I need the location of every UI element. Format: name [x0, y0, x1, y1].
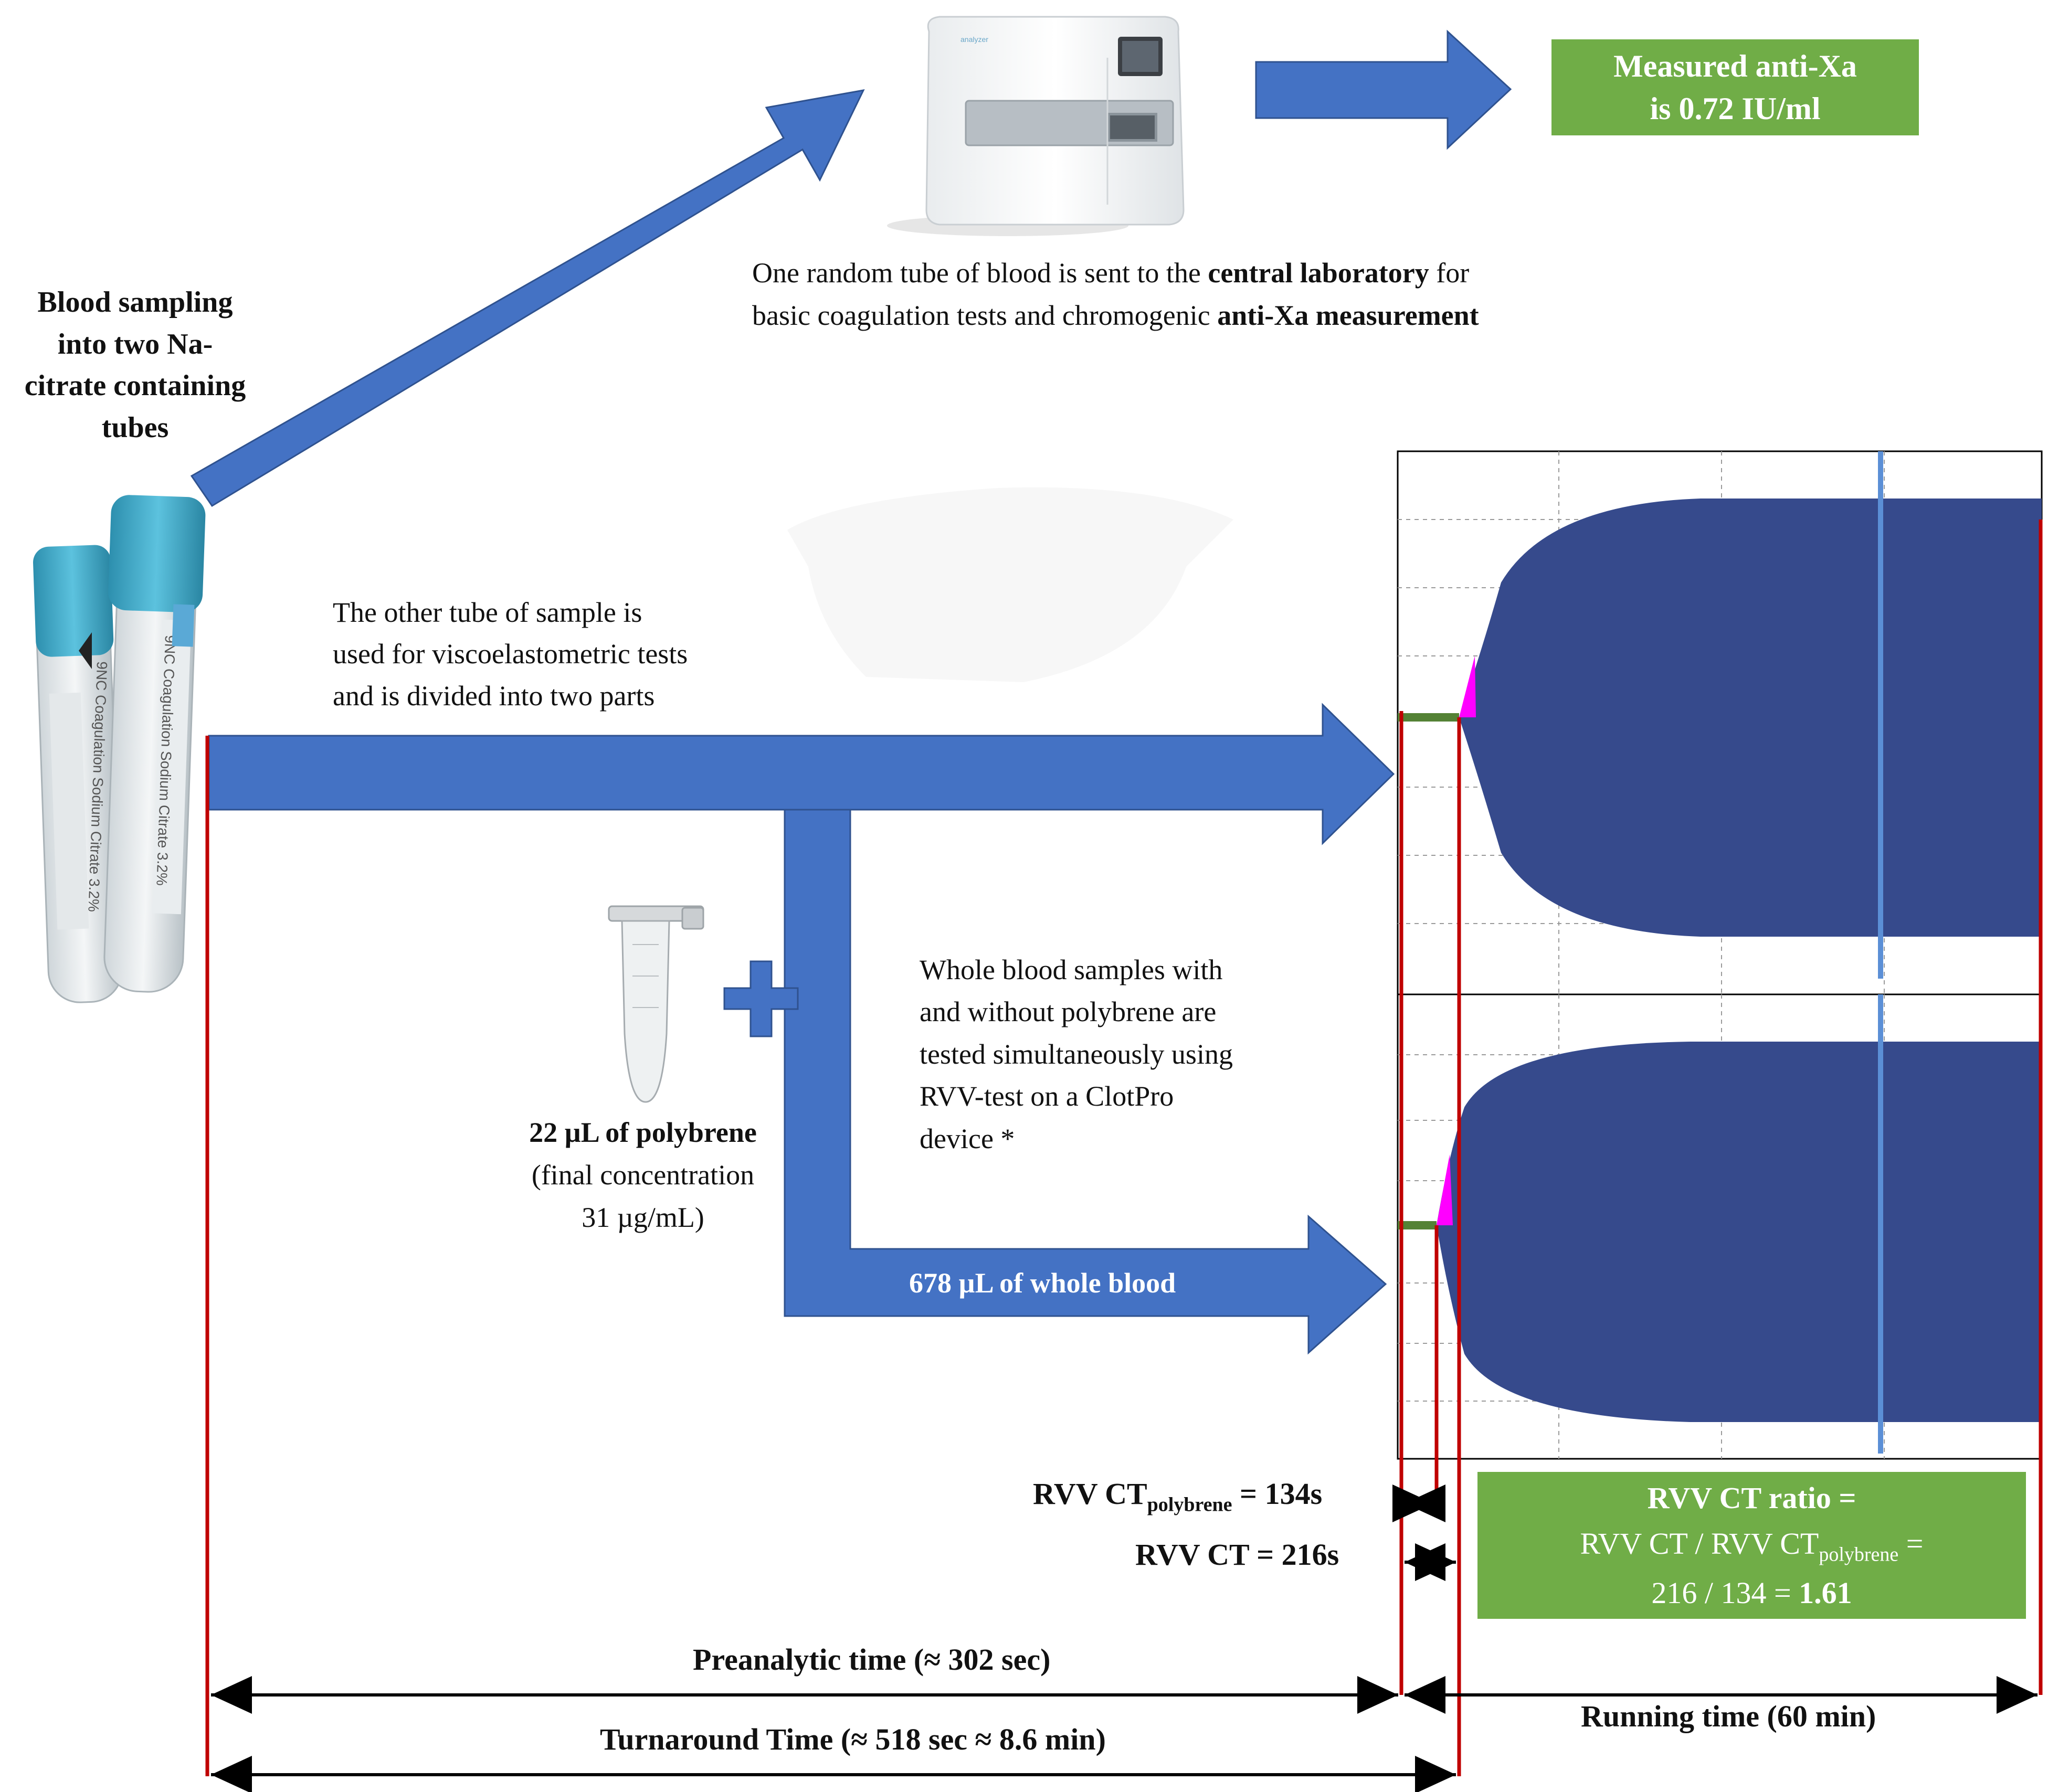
simultaneous-line4: RVV-test on a ClotPro: [920, 1080, 1174, 1112]
simultaneous-line5: device *: [920, 1122, 1015, 1154]
central-lab-line1-b: for: [1429, 257, 1470, 289]
ratio-line2: RVV CT / RVV CTpolybrene =: [1580, 1521, 1924, 1570]
red-timing-lines: [205, 519, 2043, 1776]
lower-clot-curve: [1437, 1042, 2042, 1422]
ct-polybrene-label: RVV CTpolybrene = 134s: [1033, 1476, 1322, 1517]
other-tube-text: The other tube of sample is used for vis…: [333, 592, 688, 717]
simultaneous-test-text: Whole blood samples with and without pol…: [920, 949, 1233, 1160]
running-time-label: Running time (60 min): [1581, 1699, 1876, 1733]
eppendorf-tube-image: [608, 905, 704, 1103]
blood-sampling-line4: tubes: [101, 411, 169, 444]
svg-text:analyzer: analyzer: [960, 35, 988, 44]
blood-sampling-label: Blood sampling into two Na- citrate cont…: [0, 282, 270, 449]
ct-label: RVV CT = 216s: [1135, 1537, 1339, 1572]
central-lab-bold: central laboratory: [1208, 257, 1429, 289]
simultaneous-line3: tested simultaneously using: [920, 1038, 1233, 1070]
lower-magenta-segment: [1437, 1154, 1453, 1225]
simultaneous-line1: Whole blood samples with: [920, 954, 1223, 985]
ratio-line3: 216 / 134 = 1.61: [1651, 1570, 1852, 1616]
simultaneous-line2: and without polybrene are: [920, 996, 1217, 1028]
plus-icon: [723, 960, 799, 1037]
central-lab-line2-a: basic coagulation tests and chromogenic: [752, 300, 1218, 331]
analyzer-device-image: analyzer: [887, 16, 1185, 236]
upper-clot-curve: [1459, 499, 2042, 937]
ct-poly-prefix: RVV CT: [1033, 1477, 1147, 1511]
preanalytic-time-label: Preanalytic time (≈ 302 sec): [693, 1642, 1051, 1677]
ratio-value: 1.61: [1799, 1575, 1852, 1610]
central-lab-line1: One random tube of blood is sent to the …: [752, 252, 1479, 294]
upper-magenta-segment: [1459, 656, 1476, 717]
rvv-ct-ratio-box: RVV CT ratio = RVV CT / RVV CTpolybrene …: [1477, 1472, 2026, 1619]
anti-xa-prefix: is: [1650, 91, 1679, 126]
lower-viscoelastic-chart: [1397, 993, 2043, 1460]
polybrene-line3: 31 µg/mL): [582, 1202, 704, 1233]
blood-sampling-line2: into two Na-: [57, 327, 213, 360]
blood-sampling-line3: citrate containing: [24, 369, 246, 402]
polybrene-label: 22 µL of polybrene: [529, 1117, 757, 1148]
ratio-title: RVV CT ratio =: [1647, 1481, 1856, 1515]
ct-poly-value: = 134s: [1232, 1477, 1323, 1511]
diagonal-arrow: [190, 89, 865, 507]
other-tube-line2: used for viscoelastometric tests: [333, 638, 688, 670]
blood-sampling-line1: Blood sampling: [37, 286, 233, 319]
polybrene-line2: (final concentration: [531, 1159, 755, 1191]
whole-blood-arrow-label: 678 µL of whole blood: [909, 1267, 1176, 1299]
anti-xa-value: 0.72 IU/ml: [1678, 91, 1821, 126]
branch-arrow: [784, 809, 1387, 1355]
other-tube-line3: and is divided into two parts: [333, 680, 655, 712]
central-lab-text: One random tube of blood is sent to the …: [752, 252, 1479, 337]
anti-xa-result-line1: Measured anti-Xa: [1613, 48, 1857, 83]
ratio-line2-b: =: [1898, 1526, 1924, 1561]
result-arrow: [1255, 29, 1512, 150]
central-lab-line2: basic coagulation tests and chromogenic …: [752, 294, 1479, 337]
central-lab-line1-a: One random tube of blood is sent to the: [752, 257, 1208, 289]
turnaround-time-label: Turnaround Time (≈ 518 sec ≈ 8.6 min): [600, 1722, 1106, 1756]
anti-xa-bold: anti-Xa measurement: [1217, 300, 1479, 331]
other-tube-line1: The other tube of sample is: [333, 597, 642, 628]
ratio-line2-subscript: polybrene: [1819, 1543, 1899, 1566]
main-horizontal-arrow: [208, 703, 1395, 845]
blood-tube-image: 9NC Coagulation Sodium Citrate 3.2% 9NC …: [33, 495, 206, 1003]
anti-xa-result-line2: is 0.72 IU/ml: [1650, 88, 1820, 130]
faint-background-shape: [787, 487, 1233, 682]
ratio-line3-a: 216 / 134 =: [1651, 1575, 1799, 1610]
anti-xa-result-box: Measured anti-Xa is 0.72 IU/ml: [1551, 39, 1919, 135]
ct-poly-subscript: polybrene: [1147, 1493, 1232, 1516]
polybrene-text: 22 µL of polybrene (final concentration …: [488, 1111, 798, 1239]
ratio-line2-a: RVV CT / RVV CT: [1580, 1526, 1819, 1561]
upper-viscoelastic-chart: [1397, 450, 2043, 995]
